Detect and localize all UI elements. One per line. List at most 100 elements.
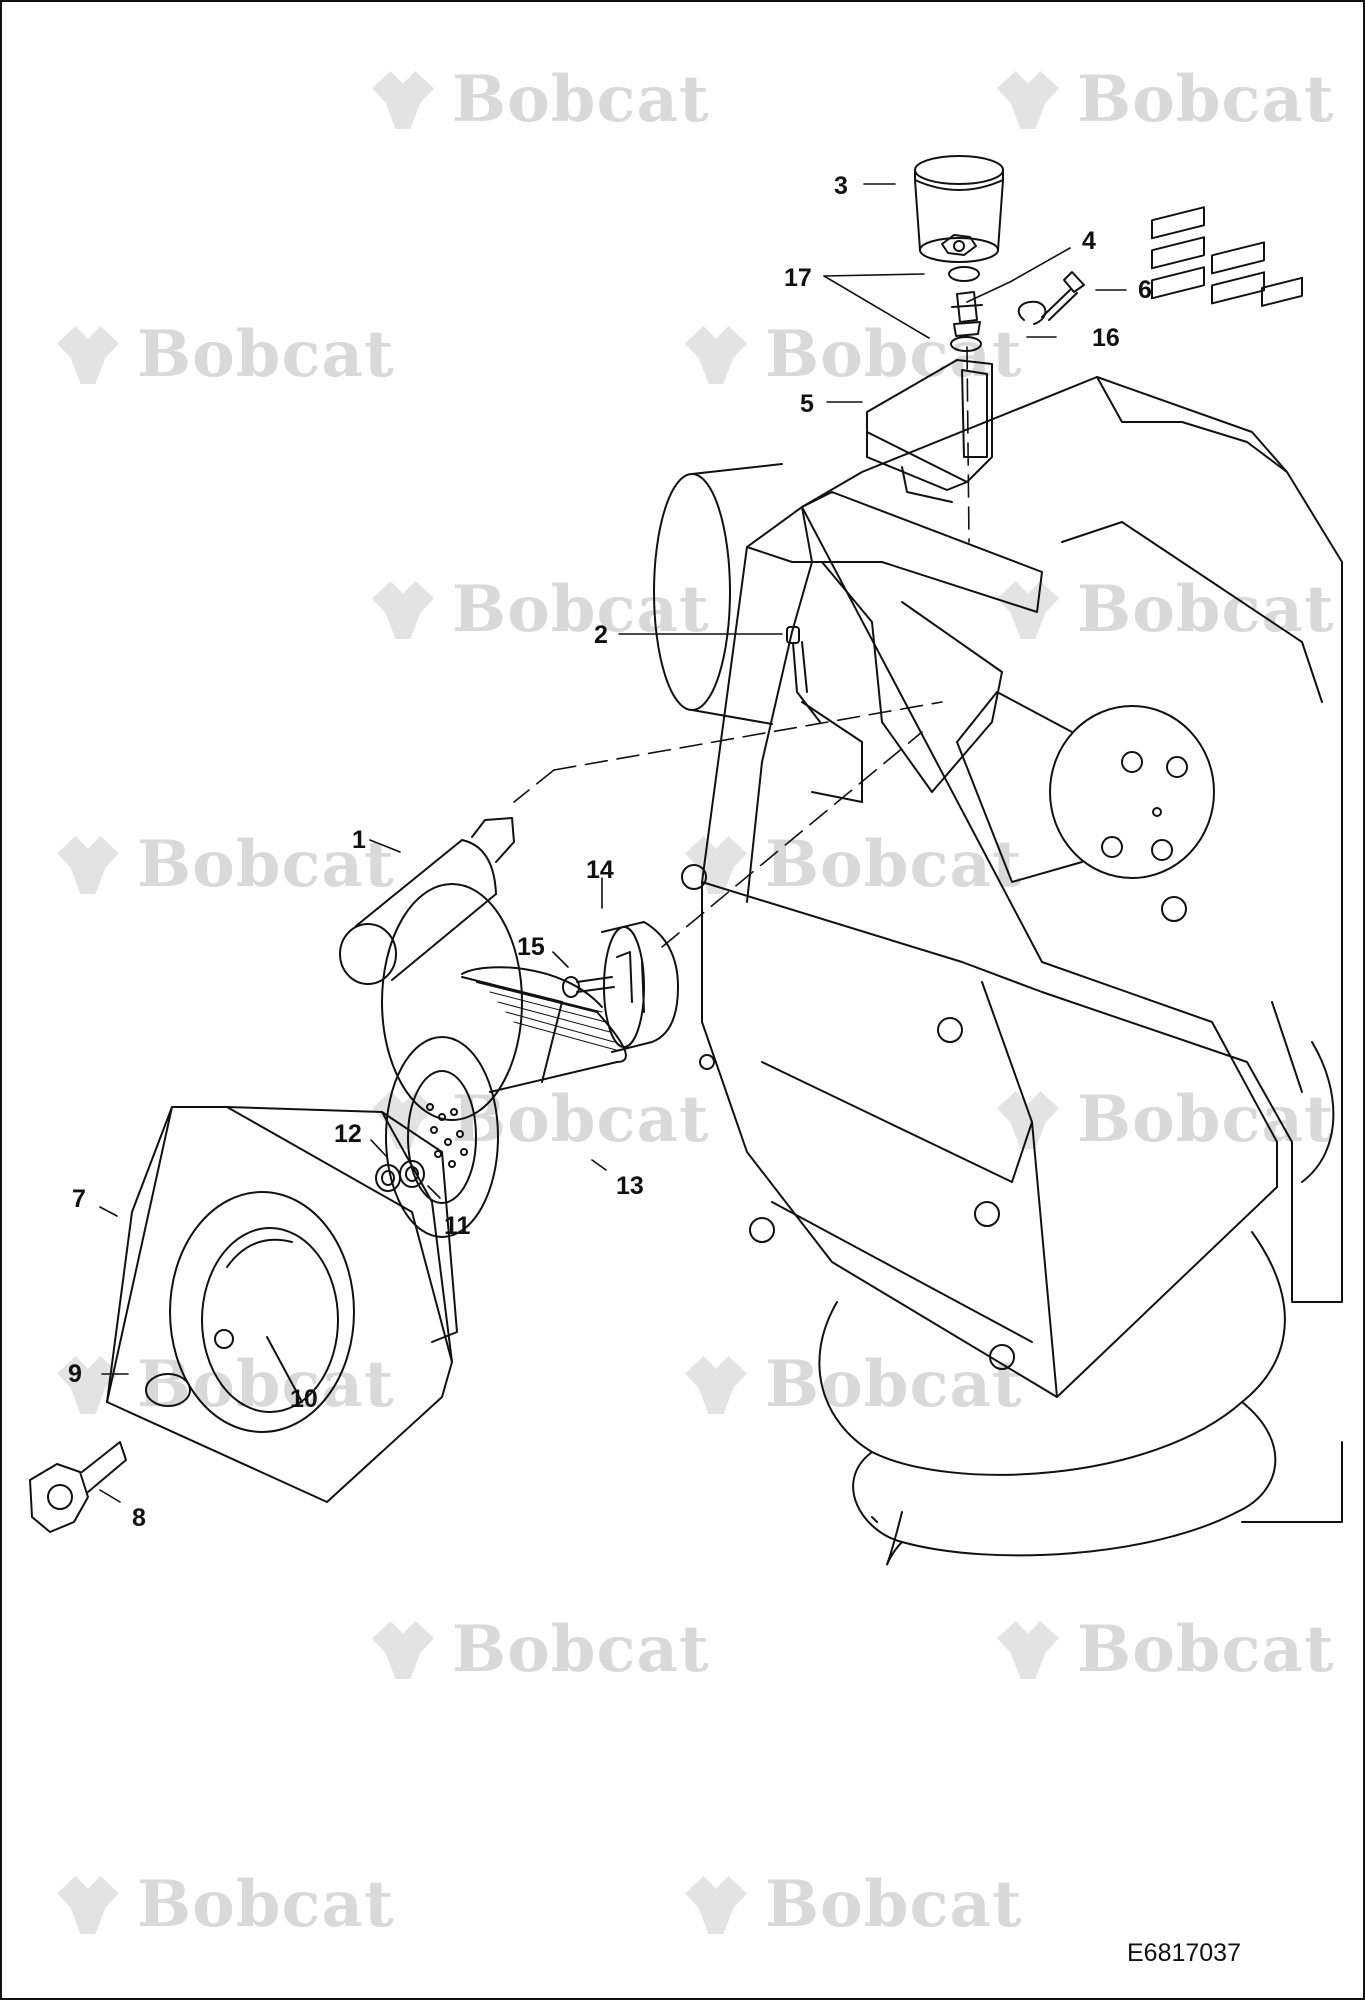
part-8-knob xyxy=(29,1441,127,1533)
part-4-fitting xyxy=(951,291,983,337)
callout-13: 13 xyxy=(616,1172,644,1200)
housing-mid-ridge xyxy=(1061,521,1323,703)
tamper-front-housing xyxy=(701,491,1278,1398)
part-17-washer-upper xyxy=(948,266,980,282)
callout-7: 7 xyxy=(72,1185,86,1213)
part-10-washer xyxy=(145,1373,191,1407)
watermark-text: Bobcat xyxy=(452,62,710,137)
housing-bolt xyxy=(974,1201,1000,1227)
watermark-text: Bobcat xyxy=(765,827,1023,902)
vent-slot xyxy=(1151,206,1205,240)
housing-bolt xyxy=(989,1344,1015,1370)
housing-bolt xyxy=(681,864,707,890)
vent-slot xyxy=(1211,241,1265,275)
watermark-text: Bobcat xyxy=(137,1347,395,1422)
watermark-text: Bobcat xyxy=(452,1612,710,1687)
part-11-seal xyxy=(399,1160,425,1188)
vent-slot xyxy=(1151,236,1205,270)
part-17-washer-lower xyxy=(950,336,982,352)
part-6-bolt xyxy=(1041,271,1085,321)
bobcat-watermark: Bobcat xyxy=(372,1612,710,1687)
part-7-cover xyxy=(106,1106,458,1503)
callout-leader-lines xyxy=(99,183,1127,1503)
bobcat-watermark: Bobcat xyxy=(997,62,1335,137)
callout-11: 11 xyxy=(444,1212,471,1240)
watermark-text: Bobcat xyxy=(137,317,395,392)
filter-pleats xyxy=(481,981,617,1051)
assembly-axis-lines xyxy=(513,346,970,948)
part-3-cap xyxy=(914,155,1004,263)
bobcat-watermark: Bobcat xyxy=(685,1867,1023,1942)
part-1-safety-element xyxy=(339,817,515,985)
base-outline xyxy=(871,1441,1343,1523)
callout-17: 17 xyxy=(784,264,812,292)
callout-8: 8 xyxy=(132,1504,146,1532)
drum-bolt-hole xyxy=(1101,836,1123,858)
bobcat-watermark: Bobcat xyxy=(57,827,395,902)
callout-10: 10 xyxy=(290,1385,318,1413)
watermark-text: Bobcat xyxy=(765,1347,1023,1422)
housing-bolt xyxy=(937,1017,963,1043)
callout-2: 2 xyxy=(594,621,608,649)
callout-9: 9 xyxy=(68,1360,82,1388)
callout-16: 16 xyxy=(1092,324,1120,352)
callout-14: 14 xyxy=(586,856,614,884)
housing-top-ridge xyxy=(1096,376,1288,473)
housing-lower-seam xyxy=(701,881,1248,1063)
housing-bolt-small xyxy=(699,1054,715,1070)
drum-bolt-hole xyxy=(1121,751,1143,773)
drum-bolt-hole xyxy=(1166,756,1188,778)
bobcat-watermark: Bobcat xyxy=(997,1612,1335,1687)
guard-arm xyxy=(821,561,1003,793)
part-13-filter-element xyxy=(381,883,627,1238)
bobcat-watermark: Bobcat xyxy=(372,572,710,647)
callout-15: 15 xyxy=(517,933,545,961)
watermark-text: Bobcat xyxy=(765,1867,1023,1942)
part-2-screw xyxy=(786,626,821,723)
housing-bolt xyxy=(1161,896,1187,922)
vent-slot xyxy=(1211,271,1265,305)
bellows-folds xyxy=(871,1401,1243,1557)
callout-3: 3 xyxy=(834,172,848,200)
part-16-clip xyxy=(1017,300,1047,325)
watermark-text: Bobcat xyxy=(137,827,395,902)
watermark-text: Bobcat xyxy=(1077,1082,1335,1157)
tamper-machine-body xyxy=(653,206,1343,1566)
callout-4: 4 xyxy=(1082,227,1096,255)
part-5-bracket xyxy=(866,359,993,503)
bellows-right xyxy=(1236,1231,1286,1513)
drum-bolt-hole xyxy=(1151,839,1173,861)
pivot-drum-body xyxy=(956,691,1083,883)
filter-top-rim xyxy=(461,966,603,1008)
bobcat-watermark: Bobcat xyxy=(997,1082,1335,1157)
housing-bolt xyxy=(749,1217,775,1243)
intake-cylinder-end xyxy=(653,473,731,711)
engine-side-detail xyxy=(1271,1001,1335,1183)
guard-bracket xyxy=(801,701,863,803)
pivot-drum-end xyxy=(1049,705,1215,879)
figure-reference-id: E6817037 xyxy=(1126,1939,1241,1967)
watermark-text: Bobcat xyxy=(1077,62,1335,137)
bobcat-watermark: Bobcat xyxy=(57,1347,395,1422)
bobcat-watermark: Bobcat xyxy=(372,62,710,137)
intake-cylinder-sides xyxy=(691,463,783,725)
watermark-text: Bobcat xyxy=(137,1867,395,1942)
engine-upper-housing xyxy=(801,376,1343,1303)
watermark-text: Bobcat xyxy=(1077,1612,1335,1687)
bobcat-watermark: Bobcat xyxy=(57,317,395,392)
housing-left-panel-edge xyxy=(746,506,813,903)
part-12-seal-inner xyxy=(381,1170,395,1186)
callout-6: 6 xyxy=(1138,276,1152,304)
vent-slot xyxy=(1151,266,1205,300)
callout-12: 12 xyxy=(334,1120,362,1148)
bellows-left xyxy=(818,1301,903,1566)
vent-slot xyxy=(1261,276,1303,307)
drum-center-hole xyxy=(1152,807,1162,817)
bobcat-watermark: Bobcat xyxy=(57,1867,395,1942)
housing-lower-edges xyxy=(761,1061,1033,1343)
callout-5: 5 xyxy=(800,390,814,418)
bobcat-watermark: Bobcat xyxy=(685,1347,1023,1422)
callout-1: 1 xyxy=(352,826,366,854)
